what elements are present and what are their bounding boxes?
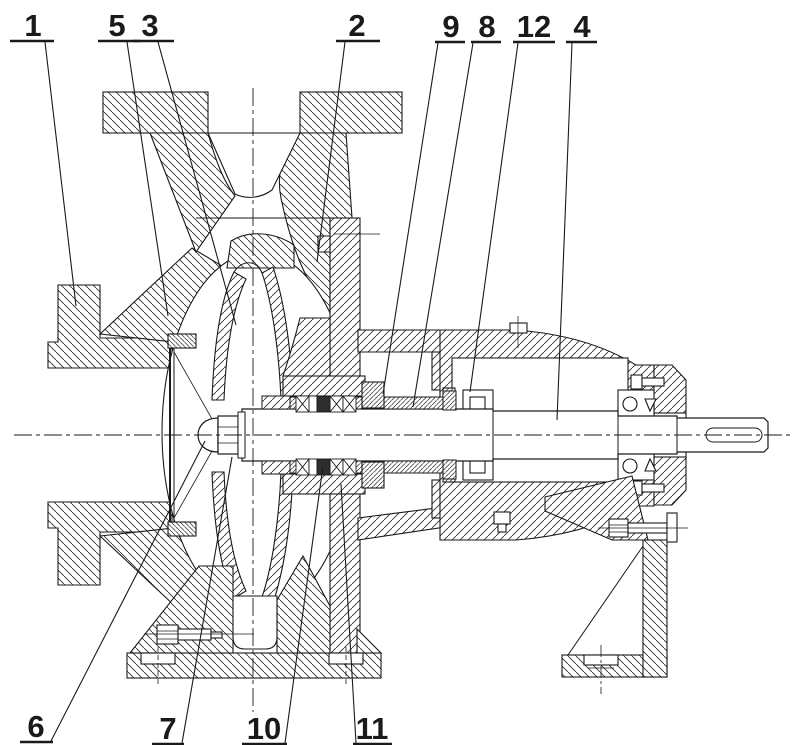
stand-bolt-plate xyxy=(666,512,678,543)
support-stand xyxy=(544,475,688,694)
gland-bottom xyxy=(361,461,385,489)
oil-plug xyxy=(509,322,528,334)
callout-12: 12 xyxy=(517,9,551,44)
callout-7: 7 xyxy=(159,711,176,745)
cap-bolt-bottom-shank xyxy=(641,483,665,493)
pedestal-cavity xyxy=(232,595,278,650)
impeller-eye-cone-bottom xyxy=(173,443,217,519)
lantern-ring-top xyxy=(316,395,331,413)
leader-10 xyxy=(284,465,324,744)
leader-6 xyxy=(50,440,206,742)
leader-11 xyxy=(340,483,357,744)
callout-8: 8 xyxy=(478,9,495,44)
cap-bolt-top-head xyxy=(630,374,643,390)
leader-1 xyxy=(44,41,77,307)
callout-6: 6 xyxy=(27,709,44,744)
discharge-funnel-bore xyxy=(207,132,301,198)
callout-3: 3 xyxy=(141,8,158,43)
housing-drain-plug-tip xyxy=(497,523,507,533)
leader-5 xyxy=(126,41,169,317)
v-seal-top xyxy=(644,398,657,413)
callout-labels: 1 5 3 2 9 8 12 4 6 7 10 11 xyxy=(10,8,597,745)
sleeve-nut-top xyxy=(442,390,457,411)
impeller-front-shroud-top xyxy=(211,271,247,401)
callout-11: 11 xyxy=(356,711,389,745)
leader-12 xyxy=(469,42,519,393)
impeller-hub-top xyxy=(261,395,291,410)
drain-bolt-tip xyxy=(210,631,223,639)
leader-4 xyxy=(556,42,573,421)
leader-2 xyxy=(316,41,346,263)
leader-3 xyxy=(157,41,237,326)
housing-drain-plug xyxy=(493,511,511,525)
ball-bearing-right-top-ball xyxy=(622,396,638,412)
callout-10: 10 xyxy=(247,711,281,745)
volute-tongue xyxy=(226,233,295,269)
callout-2: 2 xyxy=(348,8,365,43)
sleeve-nut-bottom xyxy=(442,459,457,480)
gland-top xyxy=(361,381,385,409)
callout-9: 9 xyxy=(442,9,459,44)
leader-8 xyxy=(412,42,474,408)
packing-seal xyxy=(295,381,385,489)
leader-lines xyxy=(44,41,573,744)
bracket-arm-top xyxy=(357,329,445,353)
pump-casing xyxy=(47,91,403,623)
discharge-flange-right xyxy=(299,91,403,134)
centerlines xyxy=(14,88,792,712)
stuffing-box-bottom xyxy=(282,473,366,495)
stand-gusset xyxy=(567,545,644,656)
cap-bolt-top-shank xyxy=(641,377,665,387)
packing-ring xyxy=(295,395,357,476)
impeller-rim-top xyxy=(233,262,263,274)
callout-1: 1 xyxy=(24,8,41,43)
leader-7 xyxy=(181,456,233,744)
volute-tongue-group xyxy=(167,217,330,537)
leader-9 xyxy=(382,42,439,395)
discharge-flange-left xyxy=(102,91,209,134)
ball-bearing-right-bottom-ball xyxy=(622,458,638,474)
impeller-eye-cone-top xyxy=(173,351,217,427)
casing-wear-ring-bottom xyxy=(167,521,197,537)
callout-5: 5 xyxy=(108,8,125,43)
lantern-ring-bottom xyxy=(316,458,331,476)
impeller-front-shroud-bottom xyxy=(211,471,247,599)
pump-foot xyxy=(126,565,383,687)
impeller xyxy=(211,262,294,608)
stuffing-box-top xyxy=(282,375,366,397)
stand-column xyxy=(642,539,668,678)
cover-slab-step xyxy=(317,235,331,253)
callout-4: 4 xyxy=(573,9,591,44)
impeller-hub-bottom xyxy=(261,460,291,475)
drain-bolt-head xyxy=(156,624,179,645)
casing-wear-ring-top xyxy=(167,333,197,349)
drain-bolt-shank xyxy=(177,628,212,641)
v-seal-bottom xyxy=(644,457,657,472)
